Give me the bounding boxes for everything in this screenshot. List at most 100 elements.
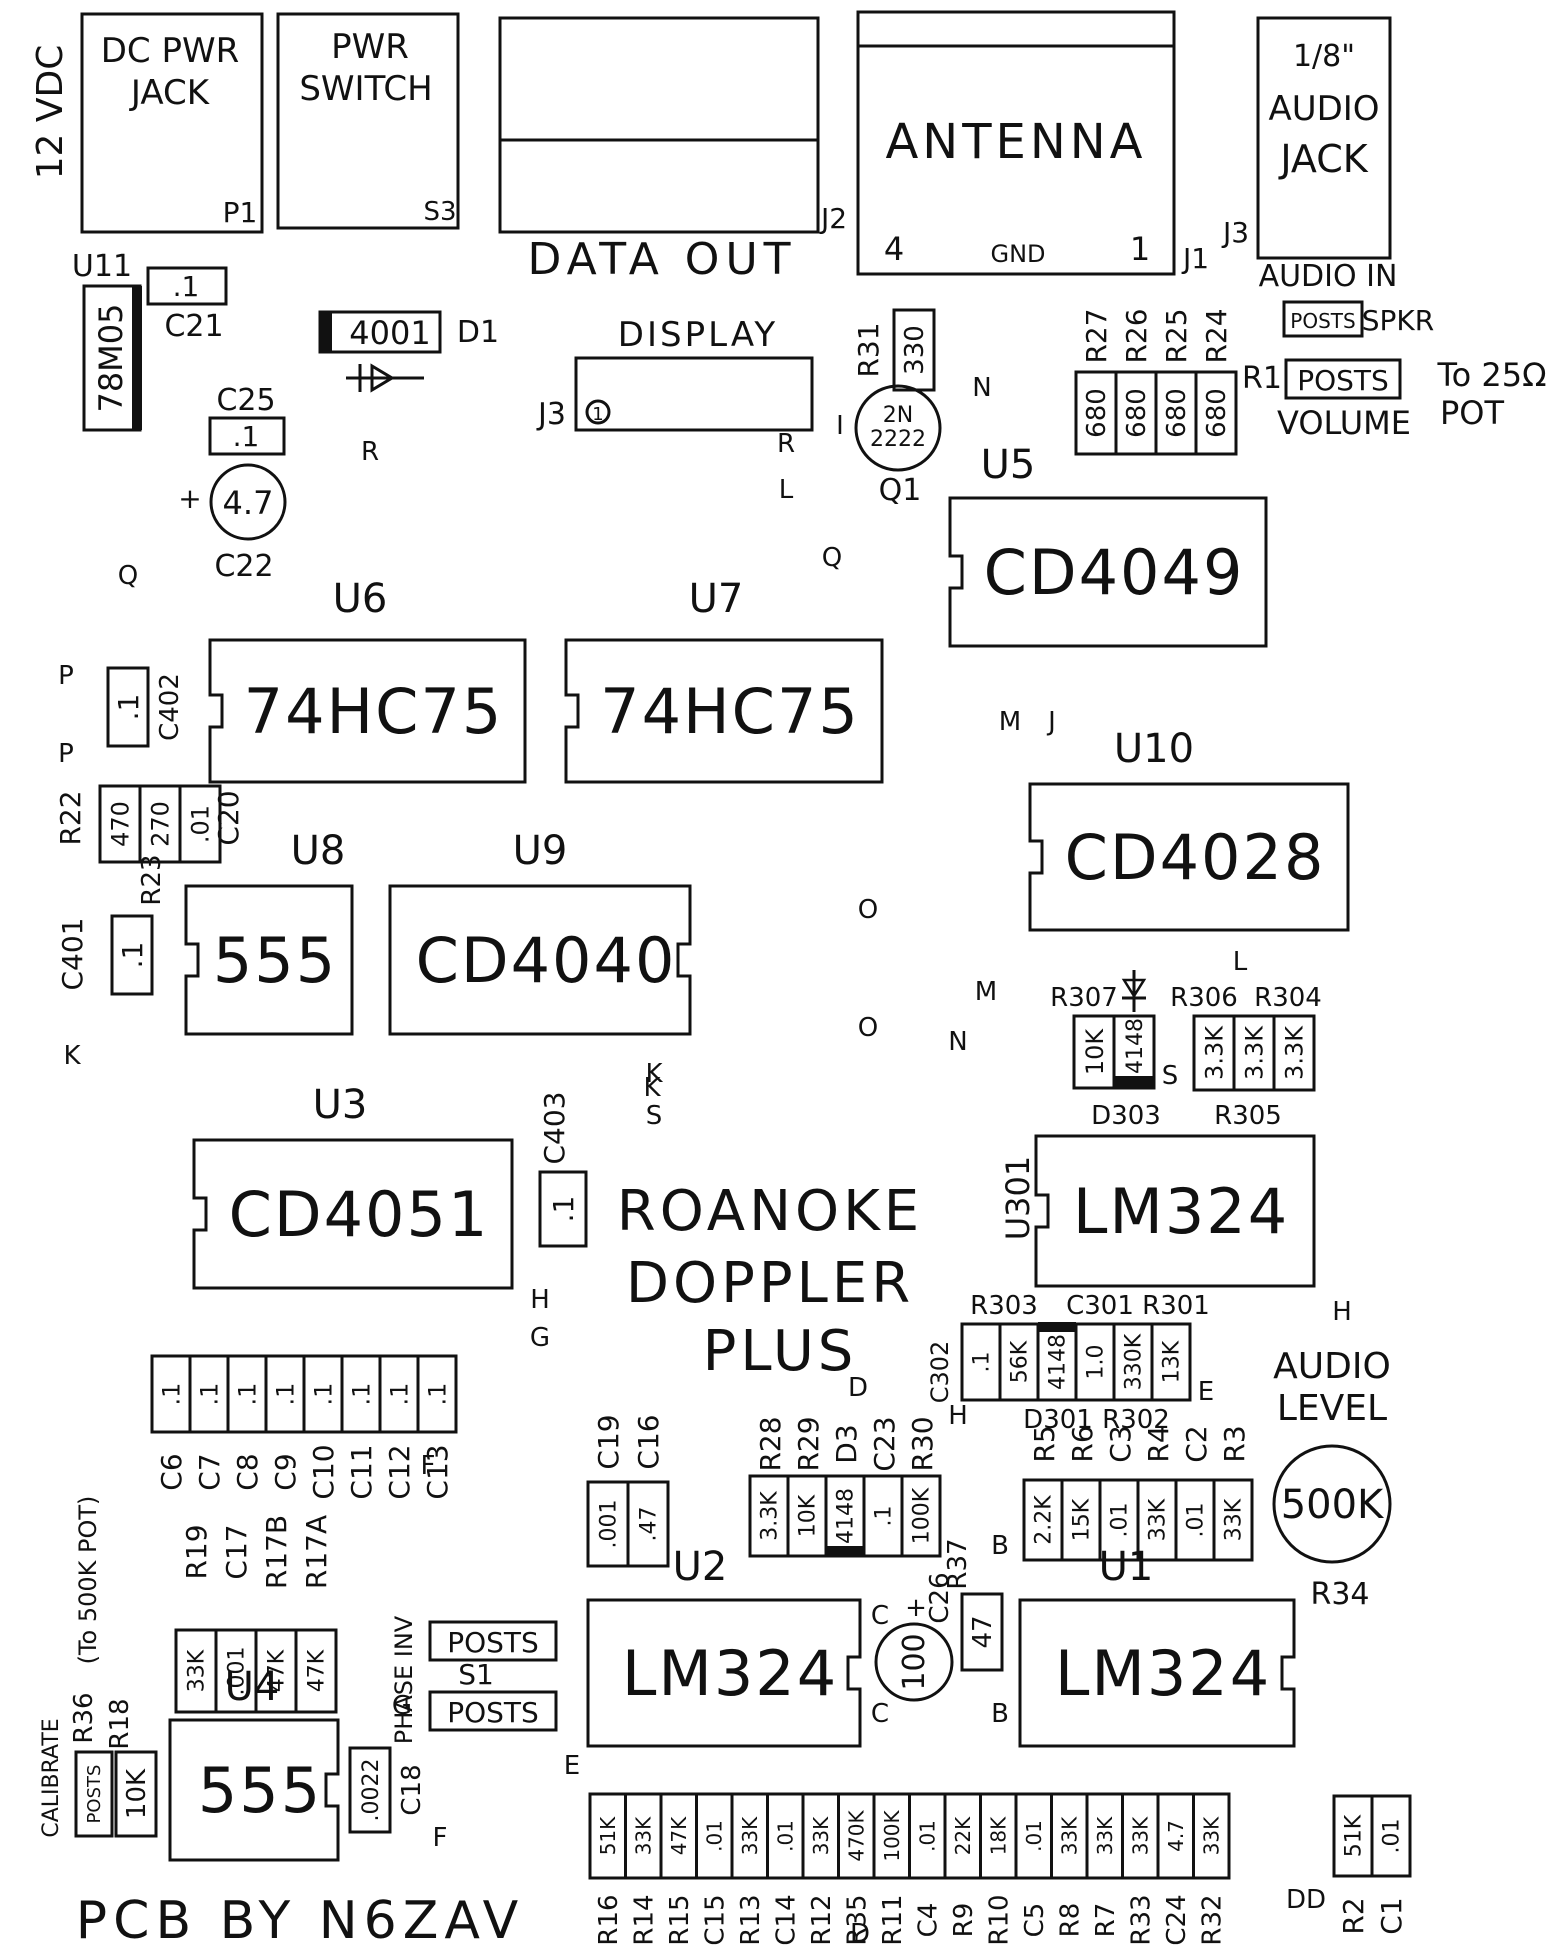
jumper-12: N <box>972 373 991 403</box>
cap-c401[interactable]: C401 .1 <box>56 914 154 996</box>
power-switch[interactable]: PWR SWITCH S3 <box>276 12 460 230</box>
bottom-ref-4: R13 <box>736 1894 766 1945</box>
data-out-connector[interactable]: DATA OUT J2 <box>498 16 847 285</box>
cap-c402[interactable]: .1 C402 <box>106 666 185 748</box>
antenna-ref: J1 <box>1181 242 1209 275</box>
d303-ref: D303 <box>1091 1101 1161 1131</box>
r5-ref-1: R6 <box>1066 1425 1099 1462</box>
ic-part-2: CD4049 <box>984 536 1245 609</box>
jumper-33: D <box>1306 1885 1326 1915</box>
jumper-36: P <box>58 739 74 769</box>
bottom-resistor-row[interactable]: 51KR1633KR1447KR15.01C1533KR13.01C1433KR… <box>588 1792 1231 1946</box>
jumper-22: H <box>948 1401 968 1431</box>
s1-ref: S1 <box>458 1658 494 1691</box>
rtop-ref-2: R25 <box>1160 308 1193 363</box>
cbank-cell-7-value: .1 <box>423 1383 451 1406</box>
jumper-34: D <box>850 1919 870 1949</box>
c26-ref: C26 <box>925 1572 955 1623</box>
pot-label: POT <box>1440 394 1504 432</box>
jumper-21: D <box>848 1373 868 1403</box>
c403-ref: C403 <box>538 1092 571 1165</box>
audio-level-2: LEVEL <box>1277 1388 1387 1429</box>
jumper-16: S <box>646 1101 663 1131</box>
phase-posts1: POSTS <box>447 1626 539 1659</box>
audio-posts[interactable]: AUDIO IN POSTS SPKR R1 POSTS To 25Ω VOLU… <box>1242 259 1546 442</box>
ic-body-7 <box>1034 1134 1316 1288</box>
rtop-ref-0: R27 <box>1080 308 1113 363</box>
r19-cell-2-value: 47K <box>265 1649 290 1692</box>
jumper-28: B <box>991 1699 1009 1729</box>
antenna-connector[interactable]: ANTENNA 4 GND 1 J1 <box>856 10 1209 276</box>
bottom-ref-11: R10 <box>985 1894 1015 1945</box>
c22-plus: + <box>178 482 201 515</box>
ic-body-1 <box>564 638 884 784</box>
phase-switch[interactable]: PHASE INV POSTS S1 POSTS <box>390 1615 558 1744</box>
bottom-cell-4-value: 33K <box>738 1816 762 1855</box>
audio-level-pot[interactable]: AUDIO LEVEL 500K R34 <box>1272 1346 1392 1612</box>
diode-d1[interactable]: 4001 D1 <box>318 310 499 393</box>
c25-value: .1 <box>233 420 260 453</box>
r5-cell-5-value: 33K <box>1222 1498 1247 1541</box>
bottom-cell-8-value: 100K <box>880 1809 904 1861</box>
cap-c25[interactable]: C25 .1 <box>208 383 286 456</box>
c19-ref-1: C16 <box>632 1414 665 1469</box>
transistor-q1[interactable]: R31 330 2N 2222 Q1 <box>852 308 942 508</box>
spkr-posts: POSTS <box>1290 309 1355 333</box>
rtop-ref-1: R26 <box>1120 308 1153 363</box>
jumper-30: G <box>392 1691 412 1721</box>
display-pin1: 1 <box>592 404 603 425</box>
ic-part-10: 555 <box>198 1754 322 1827</box>
r306-ref: R306 <box>1170 983 1238 1013</box>
r2-ref-0: R2 <box>1337 1897 1370 1934</box>
bottom-ref-5: C14 <box>772 1894 802 1945</box>
rtop-ref-3: R24 <box>1200 308 1233 363</box>
bottom-cell-2-value: 47K <box>667 1816 691 1855</box>
r307-group[interactable]: R307 10K 4148 D303 <box>1050 970 1161 1131</box>
r5-cell-4-value: .01 <box>1184 1503 1209 1538</box>
audio-jack[interactable]: 1/8" AUDIO JACK J3 <box>1221 16 1392 260</box>
bottom-cell-6-value: 33K <box>809 1816 833 1855</box>
r304-ref: R304 <box>1254 983 1322 1013</box>
cap-c22[interactable]: + 4.7 C22 <box>178 463 287 584</box>
bottom-ref-7: R35 <box>843 1894 873 1945</box>
r19-cell-3-box <box>294 1628 338 1714</box>
r31-ref: R31 <box>852 322 885 377</box>
resistor-r37[interactable]: R37 47 <box>943 1538 1004 1672</box>
cap-c21[interactable]: .1 C21 <box>146 266 228 344</box>
phase-label: PHASE INV <box>390 1615 418 1744</box>
calibrate-group[interactable]: CALIBRATE R36 (To 500K POT) R18 POSTS 10… <box>39 1496 427 1838</box>
switch-ref: S3 <box>423 197 456 227</box>
dc-power-jack[interactable]: DC PWR JACK P1 <box>80 12 264 234</box>
r305-ref: R305 <box>1214 1101 1282 1131</box>
r5-ref-3: R4 <box>1142 1425 1175 1462</box>
bottom-cell-11-value: 18K <box>986 1816 1010 1855</box>
display-connector[interactable]: DISPLAY J3 1 <box>536 315 814 432</box>
cap-c26[interactable]: 100 + C26 <box>874 1572 955 1702</box>
c19-cell-0-value: .001 <box>597 1500 622 1549</box>
jumper-8: L <box>1233 947 1248 977</box>
cap-c403[interactable]: C403 .1 <box>538 1092 588 1248</box>
regulator-u11[interactable]: U11 78M05 <box>72 249 142 432</box>
